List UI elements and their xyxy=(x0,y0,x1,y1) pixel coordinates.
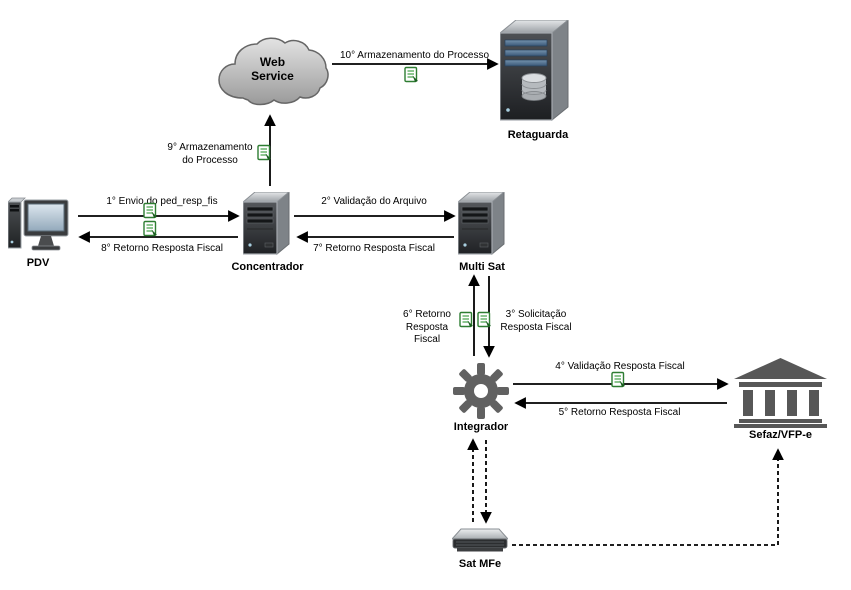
cloud-icon xyxy=(218,37,329,106)
retaguarda-node xyxy=(500,20,576,125)
edge-4-label: 4° Validação Resposta Fiscal xyxy=(555,361,685,372)
document-icon xyxy=(404,66,418,83)
document-icon xyxy=(143,202,157,219)
sefaz-label: Sefaz/VFP-e xyxy=(749,429,812,441)
bank-icon xyxy=(734,358,827,428)
retaguarda-label: Retaguarda xyxy=(507,129,569,141)
edge-3-label: 3° Solicitação Resposta Fiscal xyxy=(500,309,572,333)
gear-icon xyxy=(453,363,509,419)
document-icon xyxy=(611,371,625,388)
concentrador-node xyxy=(243,192,291,256)
edge-5-label: 5° Retorno Resposta Fiscal xyxy=(558,407,681,418)
edge-9-label: 9° Armazenamento do Processo xyxy=(167,142,253,166)
database-server-icon xyxy=(500,20,569,122)
edge-7-label: 7° Retorno Resposta Fiscal xyxy=(313,243,435,254)
pdv-label: PDV xyxy=(26,257,50,269)
server-tower-icon xyxy=(458,192,505,256)
concentrador-label: Concentrador xyxy=(231,261,304,273)
integrador-node xyxy=(452,362,510,420)
edge-2-label: 2° Validação do Arquivo xyxy=(321,196,427,207)
pdv-node xyxy=(8,196,70,254)
sat-mfe-label: Sat MFe xyxy=(458,558,502,570)
edge-10-label: 10° Armazenamento do Processo xyxy=(339,50,490,61)
document-icon xyxy=(257,144,271,161)
multisat-label: Multi Sat xyxy=(459,261,505,273)
sat-mfe-node xyxy=(452,528,508,556)
sat-device-icon xyxy=(452,528,508,552)
sefaz-node xyxy=(733,358,828,428)
edge-1-label: 1° Envio do ped_resp_fis xyxy=(106,196,218,207)
web-service-label: Web Service xyxy=(251,55,294,83)
document-icon xyxy=(477,311,491,328)
edge-8-label: 8° Retorno Resposta Fiscal xyxy=(101,243,223,254)
document-icon xyxy=(459,311,473,328)
desktop-computer-icon xyxy=(8,197,69,251)
multisat-node xyxy=(458,192,506,256)
web-service-node: Web Service xyxy=(215,36,330,112)
server-tower-icon xyxy=(243,192,290,256)
integrador-label: Integrador xyxy=(453,421,509,433)
edge-6-label: 6° Retorno Resposta Fiscal xyxy=(403,309,451,345)
satmfe-to-sefaz-arrow xyxy=(512,448,784,546)
document-icon xyxy=(143,220,157,237)
